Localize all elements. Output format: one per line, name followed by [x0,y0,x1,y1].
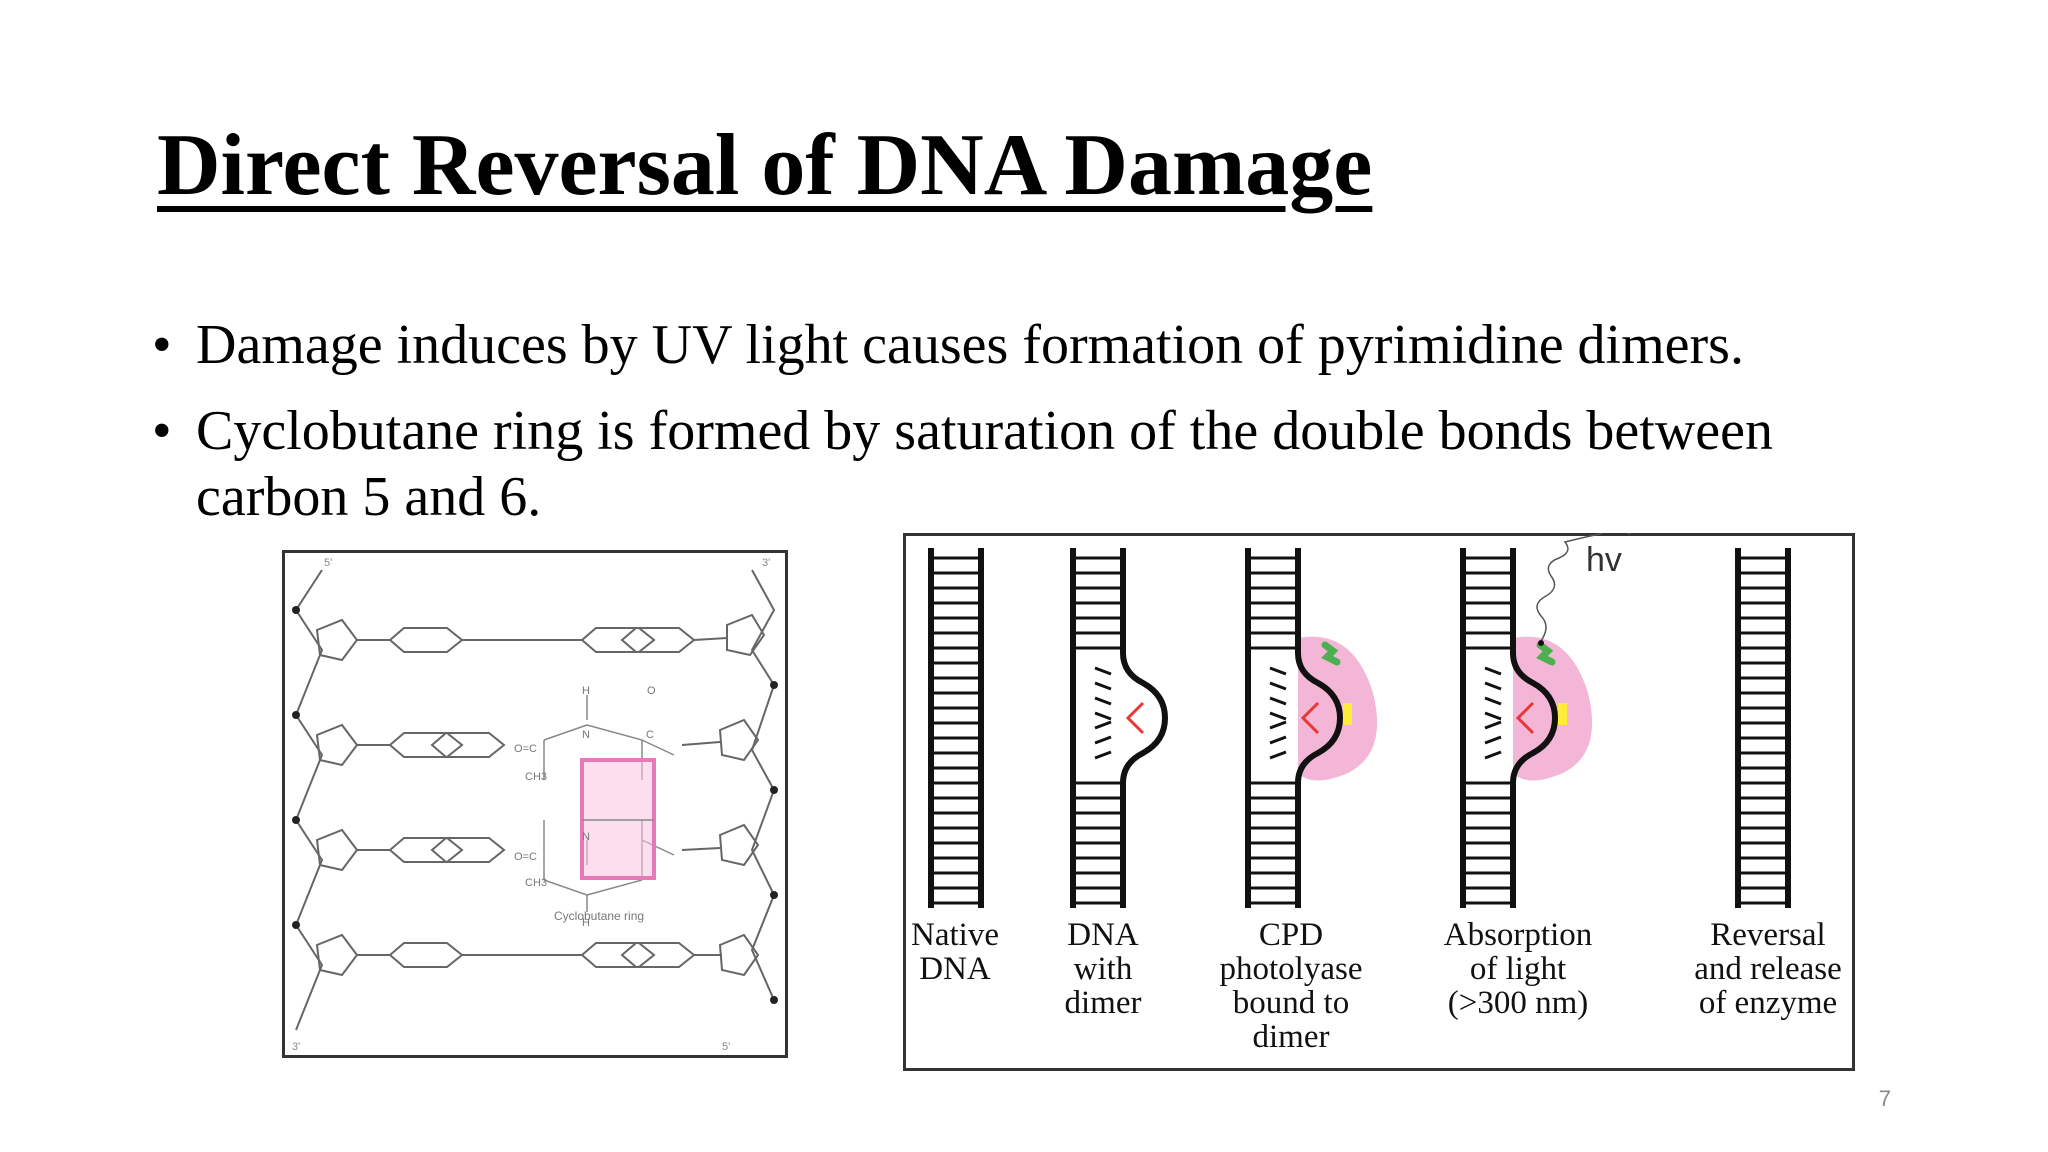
dna-rung [1484,711,1502,721]
dna-rung [1269,696,1287,706]
atom-label: N [582,729,590,741]
dna-rung [1484,735,1502,745]
dna-rung [1484,666,1502,676]
slide-title: Direct Reversal of DNA Damage [157,117,1373,214]
stage-caption: of light [1470,951,1566,987]
dna-rung [1269,681,1287,691]
dna-with-dimer-ladder [1070,548,1169,908]
atom-label: H [582,917,590,929]
atom-label: N [582,831,590,843]
stage-caption: Native [911,917,999,953]
thymine-dimer-structure-figure: H O N C O=C CH3 N O=C CH3 H Cyclobutane … [282,550,788,1058]
dna-rung [1269,735,1287,745]
stage-caption: of enzyme [1699,985,1837,1021]
page-number: 7 [1878,1086,1891,1111]
bullet-text: Damage induces by UV light causes format… [196,314,1744,376]
stage-caption: photolyase [1220,951,1363,987]
hv-label: hv [1586,541,1622,579]
stage-caption: Absorption [1444,917,1593,953]
bullet-item: • Damage induces by UV light causes form… [152,312,1912,378]
stage-caption: and release [1694,951,1842,987]
light-absorption-ladder: hv [1460,533,1631,908]
dna-rung [1484,720,1502,730]
stage-caption: DNA [1067,917,1139,953]
bullet-text: Cyclobutane ring is formed by saturation… [196,400,1773,528]
strand-end-label: 5' [324,557,332,569]
dna-rung [1094,750,1112,760]
atom-label: O=C [514,851,537,863]
dna-rung [1094,696,1112,706]
strand-end-label: 3' [762,557,770,569]
dna-rung [1094,735,1112,745]
stage-caption: with [1074,951,1133,987]
strand-end-label: 3' [292,1041,300,1053]
photolyase-mechanism-figure: hv Native DNA DNA with dimer CPD photoly… [903,533,1855,1071]
stage-caption: bound to [1233,985,1349,1021]
dna-rung [1094,711,1112,721]
stage-caption: Reversal [1710,917,1825,953]
photolyase-bound-ladder [1245,548,1378,908]
dna-rung [1484,696,1502,706]
dna-rung [1094,720,1112,730]
stage-caption: dimer [1065,985,1142,1021]
bullet-list: • Damage induces by UV light causes form… [152,312,1912,550]
dna-rung [1094,666,1112,676]
stage-caption: DNA [919,951,991,987]
atom-label: CH3 [525,771,547,783]
bullet-dot-icon: • [152,400,172,462]
strand-end-label: 5' [722,1041,730,1053]
stage-caption: dimer [1253,1019,1330,1055]
dna-rung [1269,666,1287,676]
dna-rung [1269,720,1287,730]
dna-rung [1484,750,1502,760]
bullet-item: • Cyclobutane ring is formed by saturati… [152,398,1912,530]
atom-label: O=C [514,743,537,755]
atom-label: CH3 [525,877,547,889]
dna-rung [1094,681,1112,691]
dna-rung [1269,711,1287,721]
atom-label: H [582,685,590,697]
bullet-dot-icon: • [152,314,172,376]
dna-rung [1269,750,1287,760]
stage-caption: CPD [1259,917,1323,953]
stage-caption: (>300 nm) [1448,985,1589,1021]
atom-label: O [647,685,656,697]
cyclobutane-ring-label: Cyclobutane ring [554,909,644,923]
dna-rung [1484,681,1502,691]
atom-label: C [646,729,654,741]
